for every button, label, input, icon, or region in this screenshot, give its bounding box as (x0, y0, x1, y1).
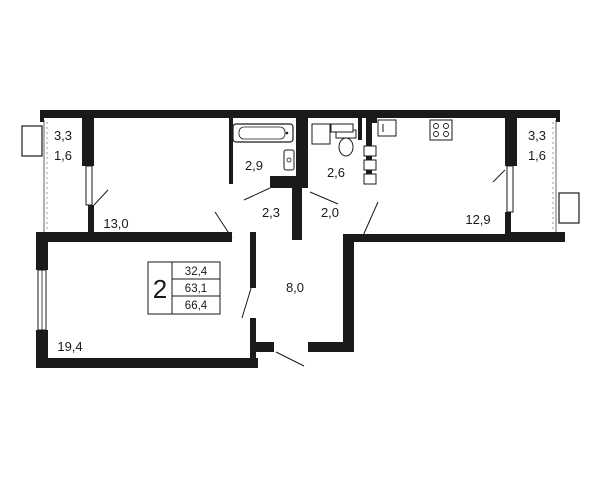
balcony-right (517, 120, 580, 234)
door-balcony-right (492, 169, 506, 183)
stove-icon (429, 119, 453, 141)
sink-icon (377, 119, 397, 137)
balcony-left-area-reduced: 1,6 (54, 148, 72, 163)
pipe-riser (363, 145, 377, 185)
window-bedroom (85, 165, 93, 206)
door-bedroom (214, 211, 233, 239)
balcony-right-unit-icon (558, 192, 580, 224)
shaft-box (311, 123, 354, 145)
washbasin-icon (283, 149, 295, 171)
corridor-left-area: 2,3 (262, 205, 280, 220)
toilet-icon (335, 129, 357, 157)
door-toilet (309, 191, 339, 205)
toilet-area: 2,6 (327, 165, 345, 180)
living-room-area: 19,4 (57, 339, 82, 354)
doors (93, 169, 506, 367)
room-labels: 3,3 1,6 13,0 2,9 2,6 12,9 3,3 1,6 2,3 2,… (54, 128, 546, 354)
balcony-left-area: 3,3 (54, 128, 72, 143)
corridor-right-area: 2,0 (321, 205, 339, 220)
walls (36, 110, 565, 368)
total-area: 63,1 (185, 283, 207, 295)
apartment-summary: 2 32,4 63,1 66,4 (147, 261, 221, 315)
balcony-right-area-reduced: 1,6 (528, 148, 546, 163)
door-kitchen (361, 201, 379, 239)
kitchen-area: 12,9 (465, 212, 490, 227)
bathtub-icon (232, 123, 294, 143)
balcony-left (21, 120, 82, 234)
bathroom-area: 2,9 (245, 158, 263, 173)
window-kitchen (506, 165, 514, 213)
windows (37, 165, 514, 331)
room-count: 2 (153, 274, 167, 304)
door-entrance (275, 351, 305, 367)
total-area-with-balconies: 66,4 (185, 300, 208, 312)
living-area-total: 32,4 (185, 266, 208, 278)
hall-area: 8,0 (286, 280, 304, 295)
door-bathroom (243, 187, 271, 201)
bedroom-area: 13,0 (103, 216, 128, 231)
balcony-right-area: 3,3 (528, 128, 546, 143)
door-living-room (241, 284, 253, 319)
door-balcony-left (93, 189, 109, 206)
balcony-left-unit-icon (21, 125, 43, 157)
